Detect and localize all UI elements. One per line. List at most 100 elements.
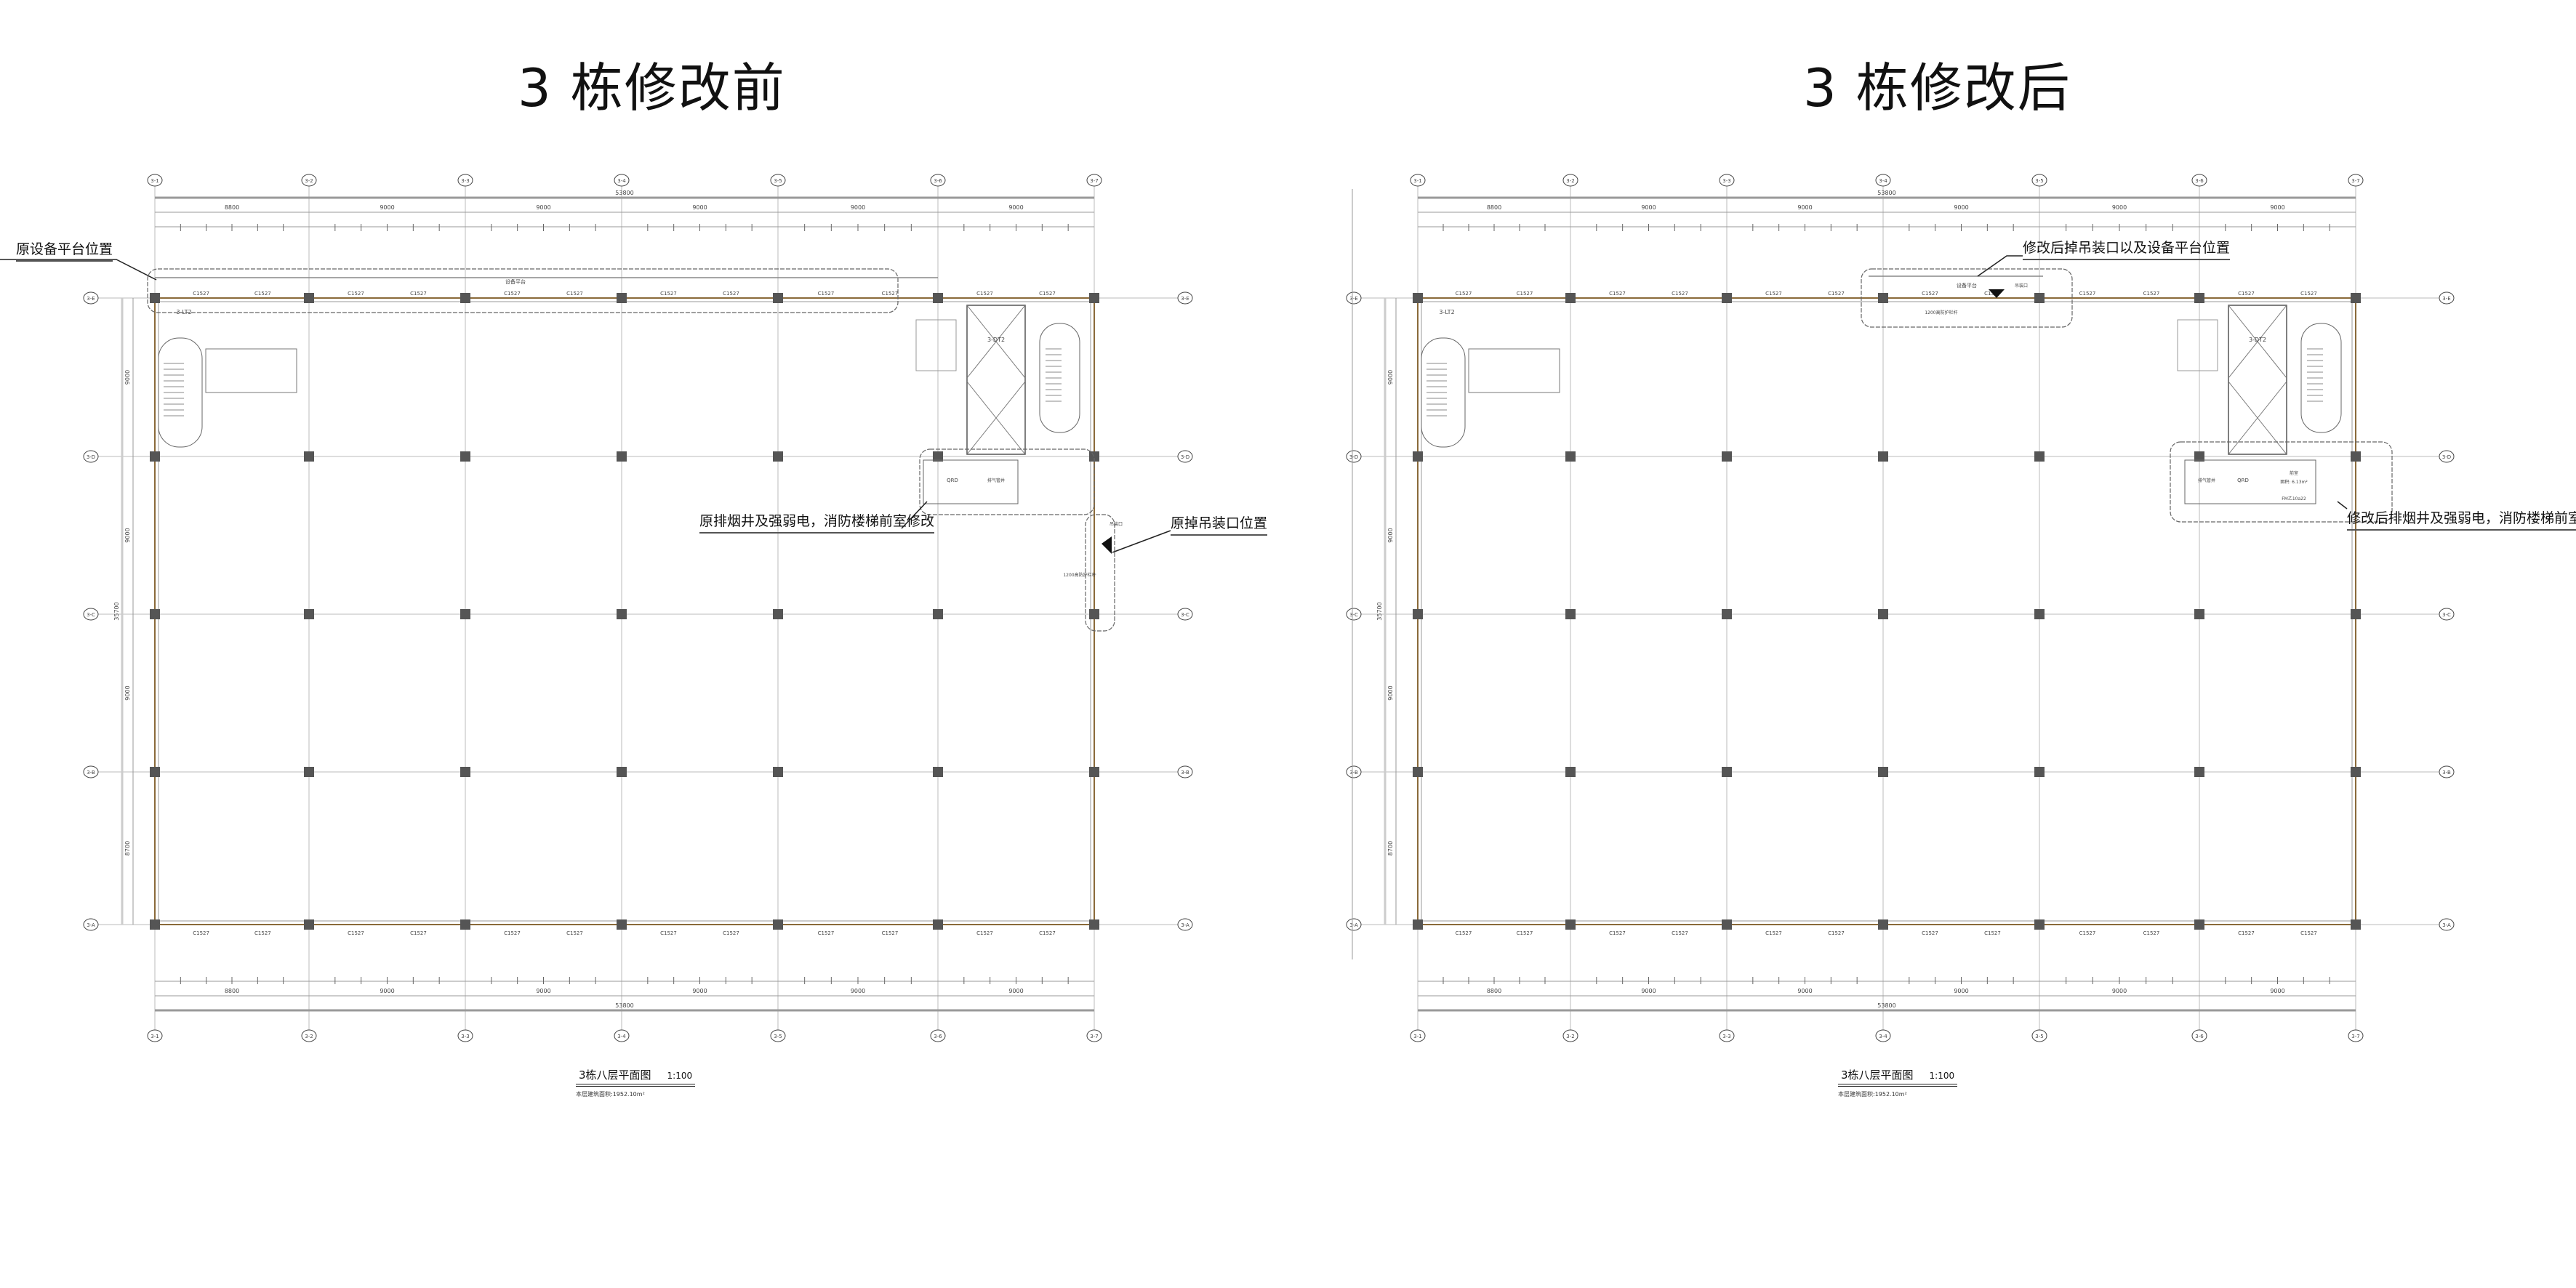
col-axis-label: 3-2 bbox=[305, 178, 313, 184]
structural-column bbox=[2194, 609, 2204, 619]
col-axis-label: 3-2 bbox=[1566, 1034, 1574, 1039]
anteroom-label: 前室 bbox=[2290, 470, 2298, 476]
floor-area-after: 本层建筑面积:1952.10m² bbox=[1838, 1091, 1907, 1098]
col-axis-bubble bbox=[614, 1029, 630, 1042]
row-axis-bubble bbox=[1346, 450, 1362, 463]
stair-east bbox=[2300, 323, 2342, 433]
structural-column bbox=[460, 609, 470, 619]
window-label: C1527 bbox=[1039, 930, 1056, 936]
dim-col-bottom: 8800 bbox=[1487, 988, 1501, 994]
structural-column bbox=[1565, 919, 1576, 930]
structural-column bbox=[933, 609, 943, 619]
stair-label: 3-LT2 bbox=[176, 309, 191, 315]
col-axis-label: 3-1 bbox=[1413, 178, 1421, 184]
col-axis-label: 3-1 bbox=[151, 1034, 159, 1039]
window-label: C1527 bbox=[2079, 291, 2096, 297]
dim-col-bottom: 9000 bbox=[2112, 988, 2127, 994]
elevator-shaft bbox=[2228, 305, 2287, 455]
col-axis-bubble bbox=[301, 174, 317, 187]
structural-column bbox=[1089, 293, 1099, 303]
row-axis-bubble bbox=[1177, 450, 1193, 463]
col-axis-label: 3-7 bbox=[1090, 178, 1098, 184]
stair-west bbox=[158, 337, 203, 448]
row-axis-label: 3-C bbox=[1349, 612, 1358, 618]
window-label: C1527 bbox=[2300, 930, 2317, 936]
row-axis-label: 3-E bbox=[1181, 296, 1189, 302]
structural-column bbox=[1878, 767, 1888, 777]
elevator-shaft bbox=[966, 305, 1026, 455]
row-axis-label: 3-E bbox=[1349, 296, 1357, 302]
col-axis-label: 3-6 bbox=[934, 1034, 942, 1039]
stair-west bbox=[1421, 337, 1466, 448]
col-axis-label: 3-2 bbox=[1566, 178, 1574, 184]
structural-column bbox=[2034, 609, 2045, 619]
row-axis-label: 3-B bbox=[1349, 770, 1358, 776]
row-axis-bubble bbox=[1346, 291, 1362, 305]
elevator-x bbox=[966, 381, 1026, 455]
window-label: C1527 bbox=[1672, 930, 1688, 936]
structural-column bbox=[2034, 919, 2045, 930]
window-label: C1527 bbox=[1828, 930, 1845, 936]
row-axis-label: 3-D bbox=[1181, 454, 1189, 460]
col-axis-bubble bbox=[2191, 1029, 2207, 1042]
dim-row-left: 8700 bbox=[1387, 841, 1394, 856]
leader-modified-shaft bbox=[2337, 501, 2348, 510]
note-modified-shaft: 修改后排烟井及强弱电，消防楼梯前室修改 bbox=[2347, 507, 2576, 531]
structural-column bbox=[1878, 293, 1888, 303]
structural-column bbox=[2351, 451, 2361, 462]
elevator-label: 3-DT2 bbox=[2249, 337, 2266, 343]
row-axis-bubble bbox=[1177, 765, 1193, 778]
row-axis-label: 3-C bbox=[87, 612, 95, 618]
col-axis-bubble bbox=[457, 174, 473, 187]
window-label: C1527 bbox=[1456, 930, 1472, 936]
col-axis-bubble bbox=[1719, 1029, 1735, 1042]
structural-column bbox=[2194, 767, 2204, 777]
window-label: C1527 bbox=[504, 291, 521, 297]
col-axis-label: 3-3 bbox=[461, 178, 469, 184]
col-axis-label: 3-7 bbox=[2351, 1034, 2359, 1039]
col-axis-label: 3-7 bbox=[1090, 1034, 1098, 1039]
row-axis-label: 3-A bbox=[87, 922, 95, 928]
col-axis-label: 3-1 bbox=[1413, 1034, 1421, 1039]
structural-column bbox=[304, 609, 314, 619]
row-axis-bubble bbox=[1346, 608, 1362, 621]
dim-col-bottom: 9000 bbox=[851, 988, 865, 994]
col-axis-label: 3-5 bbox=[2035, 1034, 2043, 1039]
plan-name: 3栋八层平面图 bbox=[579, 1068, 651, 1082]
row-axis-label: 3-A bbox=[1181, 922, 1189, 928]
window-label: C1527 bbox=[410, 291, 427, 297]
dim-col-bottom: 9000 bbox=[1954, 988, 1968, 994]
title-after: 3 栋修改后 bbox=[1803, 57, 2071, 118]
door-label: FM乙10a22 bbox=[2282, 496, 2306, 502]
stair-east bbox=[1039, 323, 1080, 433]
col-axis-label: 3-4 bbox=[617, 178, 626, 184]
structural-column bbox=[460, 293, 470, 303]
floor-area-before: 本层建筑面积:1952.10m² bbox=[576, 1091, 645, 1098]
window-label: C1527 bbox=[660, 930, 677, 936]
window-label: C1527 bbox=[410, 930, 427, 936]
window-label: C1527 bbox=[723, 291, 739, 297]
window-label: C1527 bbox=[254, 930, 271, 936]
structural-column bbox=[1878, 919, 1888, 930]
elevator-label: 3-DT2 bbox=[987, 337, 1005, 343]
structural-column bbox=[150, 609, 160, 619]
structural-column bbox=[460, 451, 470, 462]
col-axis-bubble bbox=[2348, 174, 2364, 187]
structural-column bbox=[617, 451, 627, 462]
col-axis-bubble bbox=[930, 1029, 946, 1042]
structural-column bbox=[1413, 293, 1423, 303]
leader-original-hoist bbox=[1112, 530, 1171, 553]
structural-column bbox=[2194, 451, 2204, 462]
dim-col-bottom: 9000 bbox=[536, 988, 550, 994]
col-axis-label: 3-5 bbox=[2035, 178, 2043, 184]
structural-column bbox=[773, 293, 783, 303]
col-axis-bubble bbox=[457, 1029, 473, 1042]
col-axis-bubble bbox=[1719, 174, 1735, 187]
dim-col-top: 9000 bbox=[2112, 204, 2127, 211]
dim-col-top: 9000 bbox=[2270, 204, 2284, 211]
window-label: C1527 bbox=[566, 291, 583, 297]
col-axis-bubble bbox=[770, 174, 786, 187]
revision-cloud-shaft bbox=[919, 448, 1095, 515]
elevator-x bbox=[2228, 305, 2287, 379]
structural-column bbox=[304, 919, 314, 930]
